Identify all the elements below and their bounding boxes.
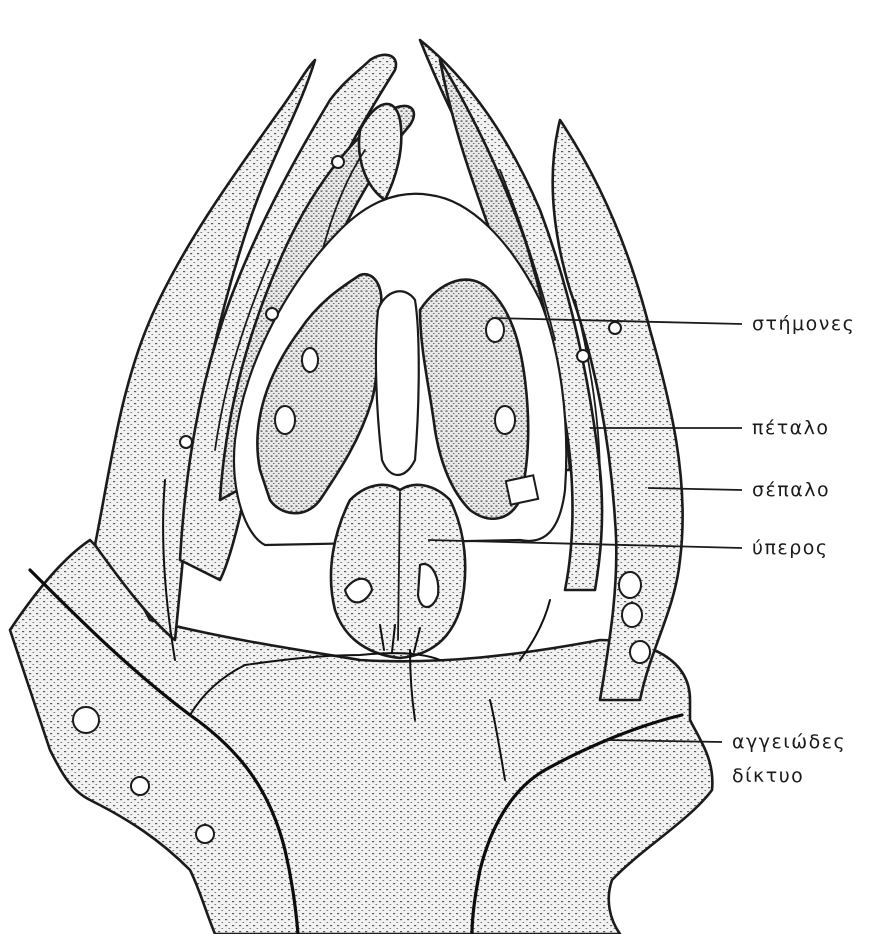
labels: στήμονες πέταλο σέπαλο ύπερος αγγειώδες … (732, 313, 855, 787)
label-petal: πέταλο (752, 417, 830, 439)
label-stamens: στήμονες (752, 313, 855, 335)
label-vascular-line2: δίκτυο (732, 765, 804, 787)
pistil (331, 485, 465, 658)
label-pistil: ύπερος (752, 537, 829, 559)
label-sepal: σέπαλο (752, 479, 830, 501)
label-vascular-line1: αγγειώδες (732, 731, 846, 753)
central-channel (376, 291, 419, 475)
